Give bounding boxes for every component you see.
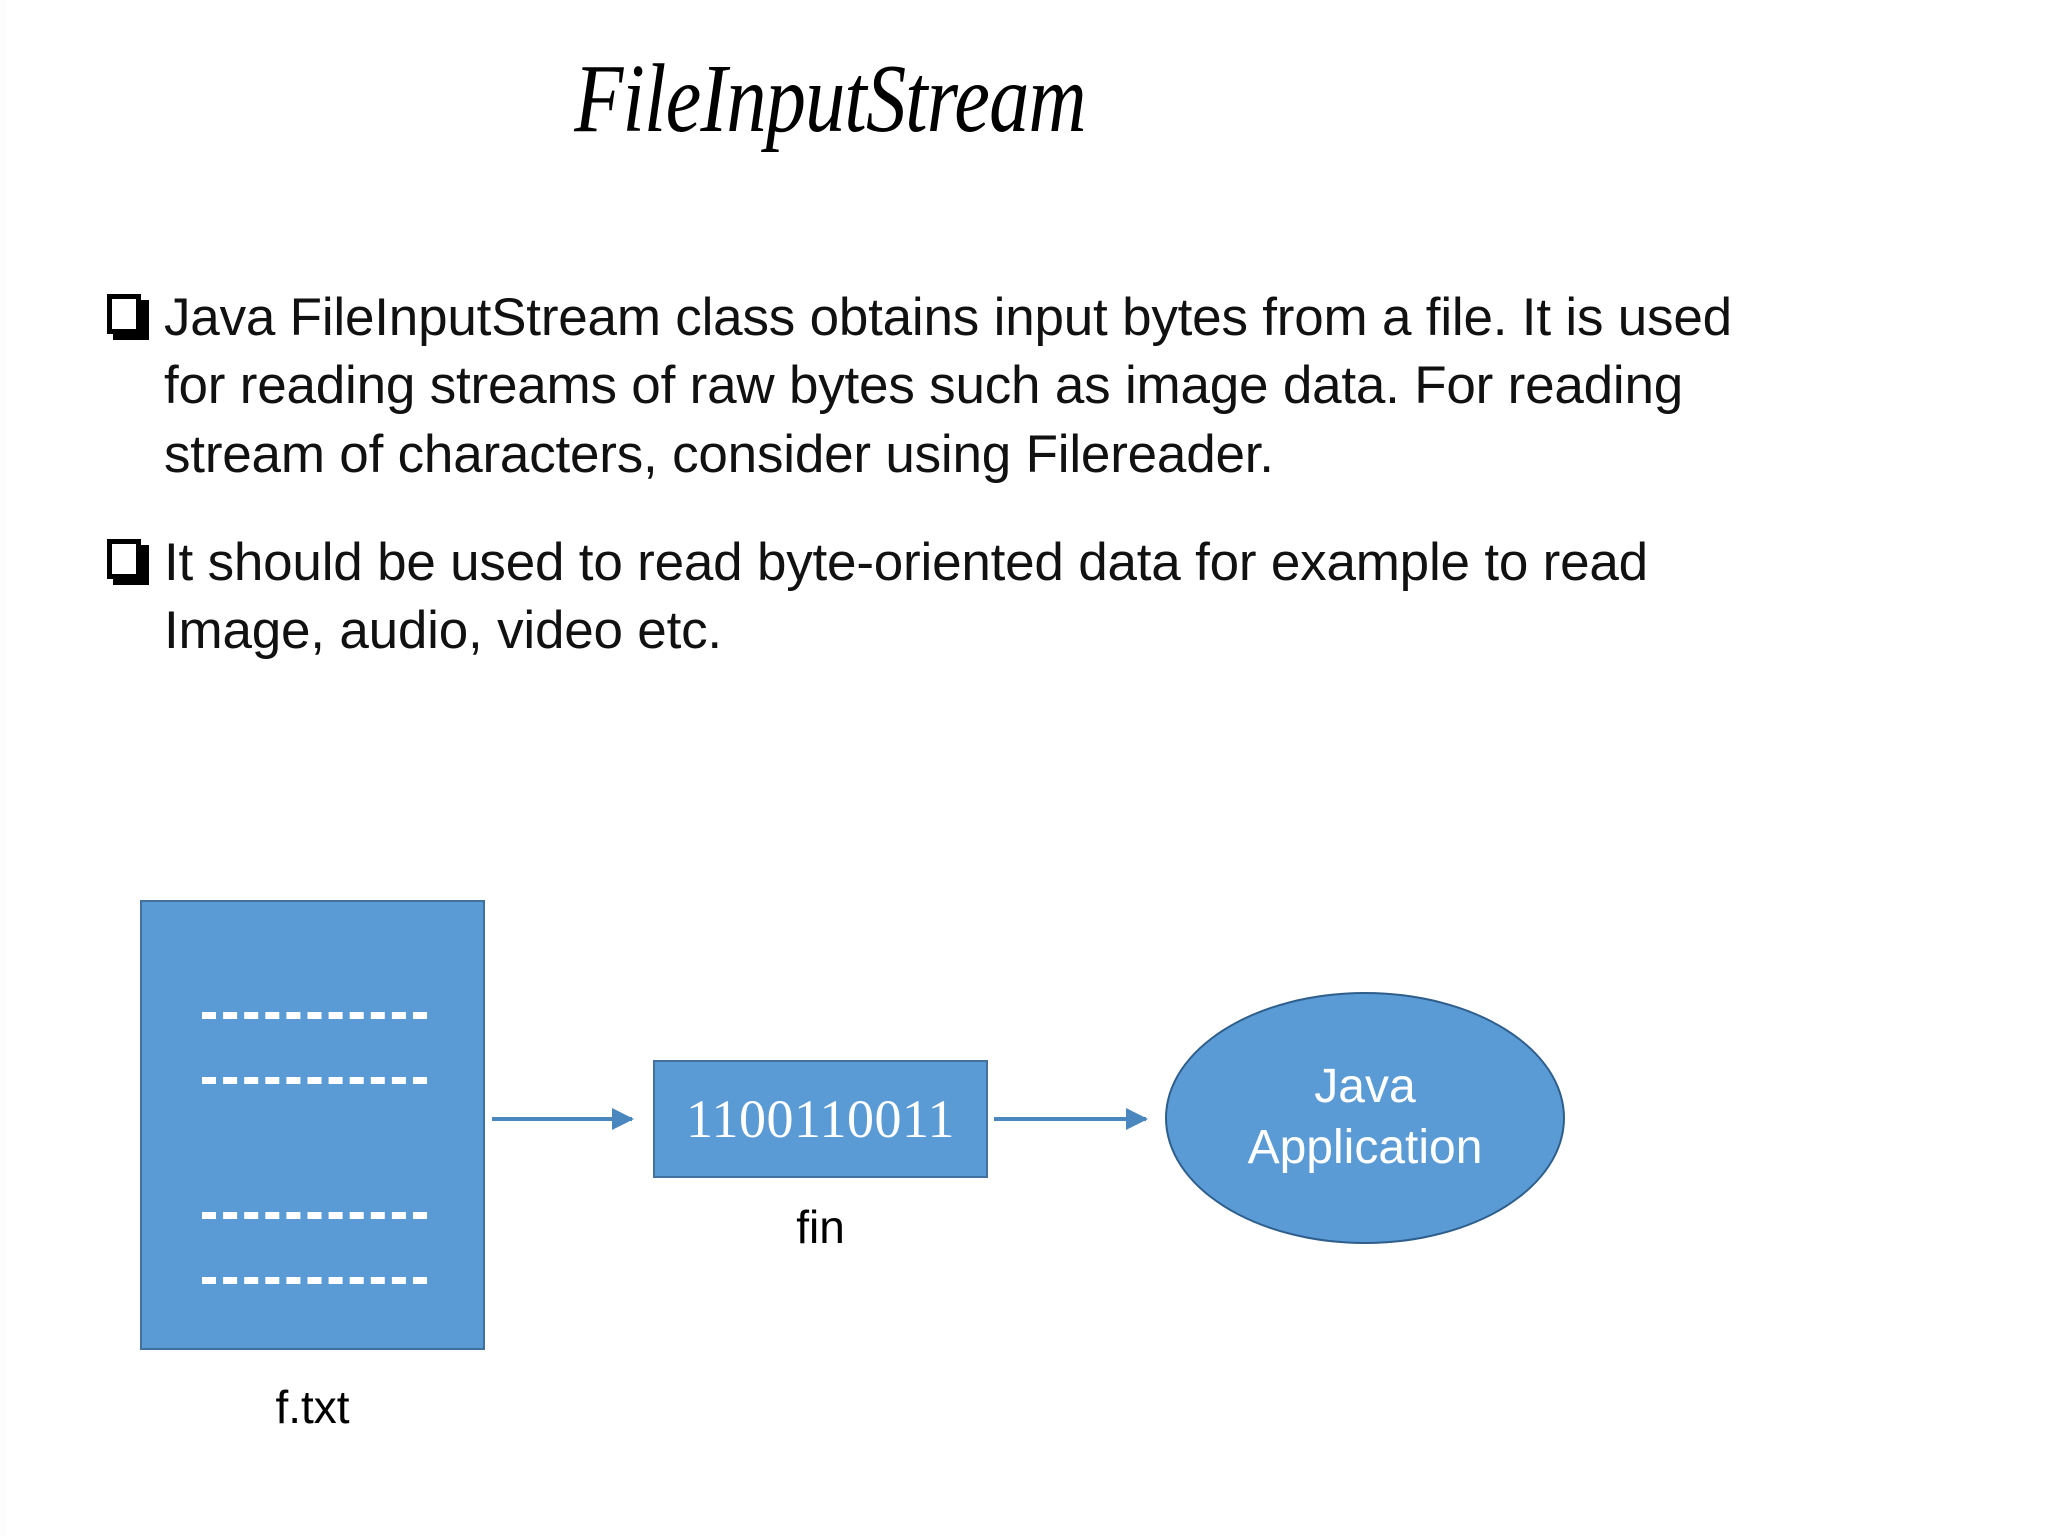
file-shape bbox=[140, 900, 485, 1350]
page-left-edge bbox=[0, 0, 6, 1536]
stream-to-app-arrow-icon bbox=[994, 1108, 1148, 1130]
bullet-text-2: It should be used to read byte-oriented … bbox=[164, 533, 1648, 661]
page-title: FileInputStream bbox=[574, 45, 1086, 153]
file-content-line bbox=[202, 1212, 427, 1219]
file-to-stream-arrow-icon bbox=[492, 1108, 634, 1130]
file-content-line bbox=[202, 1012, 427, 1019]
bullet-text-1: Java FileInputStream class obtains input… bbox=[164, 288, 1732, 484]
fileinputstream-diagram: f.txt 1100110011 fin Java Application bbox=[0, 860, 2048, 1480]
stream-label: fin bbox=[796, 1201, 845, 1253]
file-content-line bbox=[202, 1077, 427, 1084]
bullet-list: Java FileInputStream class obtains input… bbox=[100, 282, 1800, 704]
stream-bits-value: 1100110011 bbox=[686, 1089, 955, 1149]
java-application-shape: Java Application bbox=[1165, 992, 1565, 1244]
hollow-square-bullet-icon bbox=[100, 282, 164, 344]
file-label: f.txt bbox=[275, 1381, 350, 1433]
hollow-square-bullet-icon bbox=[100, 527, 164, 589]
app-label-line1: Java bbox=[1314, 1060, 1416, 1114]
stream-box: 1100110011 bbox=[653, 1060, 988, 1178]
app-label-line2: Application bbox=[1247, 1121, 1483, 1174]
list-item: It should be used to read byte-oriented … bbox=[100, 527, 1800, 666]
list-item: Java FileInputStream class obtains input… bbox=[100, 282, 1800, 489]
file-content-line bbox=[202, 1277, 427, 1284]
